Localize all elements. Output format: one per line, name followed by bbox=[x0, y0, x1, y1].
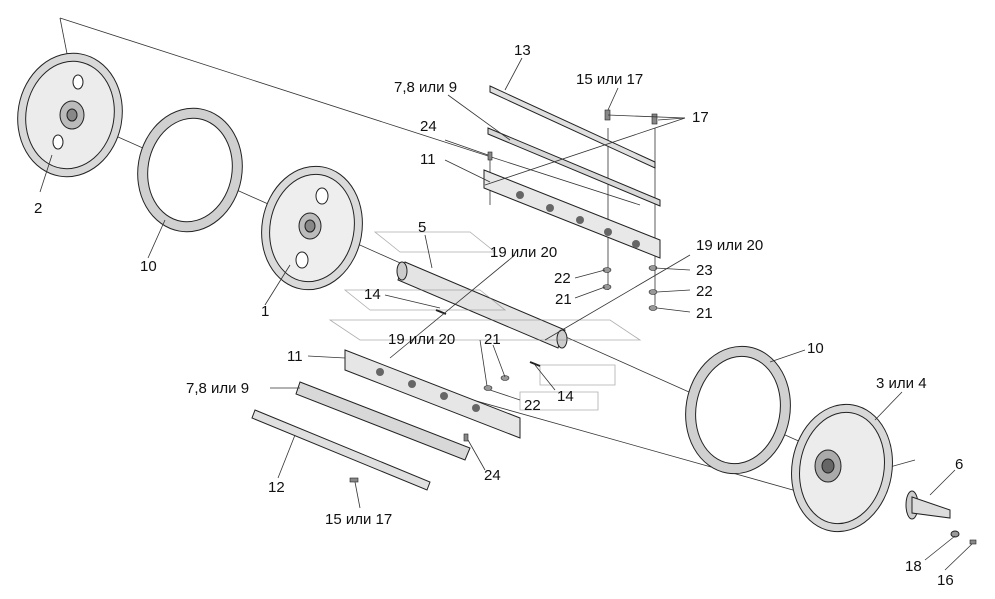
label-7-8-or-9-bottom: 7,8 или 9 bbox=[186, 380, 249, 397]
label-21-c: 21 bbox=[484, 331, 501, 348]
label-7-8-or-9-top: 7,8 или 9 bbox=[394, 79, 457, 96]
label-19-or-20-c: 19 или 20 bbox=[388, 331, 455, 348]
label-16: 16 bbox=[937, 572, 954, 589]
label-1: 1 bbox=[261, 303, 269, 320]
label-10-left: 10 bbox=[140, 258, 157, 275]
part-7-8-9-upper-plate bbox=[487, 127, 661, 207]
label-17: 17 bbox=[692, 109, 709, 126]
label-18: 18 bbox=[905, 558, 922, 575]
label-11-bottom: 11 bbox=[287, 348, 303, 365]
label-19-or-20-b: 19 или 20 bbox=[696, 237, 763, 254]
label-15-or-17-top: 15 или 17 bbox=[576, 71, 643, 88]
label-22-b: 22 bbox=[696, 283, 713, 300]
part-5-shaft bbox=[396, 261, 568, 349]
part-2-end-disc bbox=[17, 52, 123, 178]
part-11-lower-comb bbox=[344, 349, 521, 439]
label-12: 12 bbox=[268, 479, 285, 496]
label-21-a: 21 bbox=[555, 291, 572, 308]
label-6: 6 bbox=[955, 456, 963, 473]
label-24-bottom: 24 bbox=[484, 467, 501, 484]
label-14-bottom: 14 bbox=[557, 388, 574, 405]
part-13-bar bbox=[489, 85, 656, 169]
label-19-or-20-a: 19 или 20 bbox=[490, 244, 557, 261]
part-3-4-end-disc bbox=[791, 403, 893, 533]
label-11-top: 11 bbox=[420, 151, 436, 168]
part-11-upper-comb bbox=[483, 169, 661, 259]
part-10-ring-right bbox=[685, 345, 791, 475]
background-plates bbox=[328, 231, 642, 411]
label-2: 2 bbox=[34, 200, 42, 217]
label-22-c: 22 bbox=[524, 397, 541, 414]
label-21-b: 21 bbox=[696, 305, 713, 322]
label-5: 5 bbox=[418, 219, 426, 236]
part-1-disc bbox=[261, 165, 363, 291]
part-6-axle bbox=[905, 490, 977, 545]
label-3-or-4: 3 или 4 bbox=[876, 375, 927, 392]
label-14-top: 14 bbox=[364, 286, 381, 303]
part-labels: 13 15 или 17 7,8 или 9 17 24 11 5 2 10 1… bbox=[34, 42, 963, 589]
leader-lines bbox=[39, 57, 973, 571]
label-13: 13 bbox=[514, 42, 531, 59]
label-15-or-17-bottom: 15 или 17 bbox=[325, 511, 392, 528]
label-22-a: 22 bbox=[554, 270, 571, 287]
part-12-bar bbox=[251, 409, 431, 491]
part-10-ring-left bbox=[137, 107, 243, 233]
label-23: 23 bbox=[696, 262, 713, 279]
label-24-top: 24 bbox=[420, 118, 437, 135]
part-7-8-9-lower-plate bbox=[295, 381, 471, 461]
label-10-right: 10 bbox=[807, 340, 824, 357]
